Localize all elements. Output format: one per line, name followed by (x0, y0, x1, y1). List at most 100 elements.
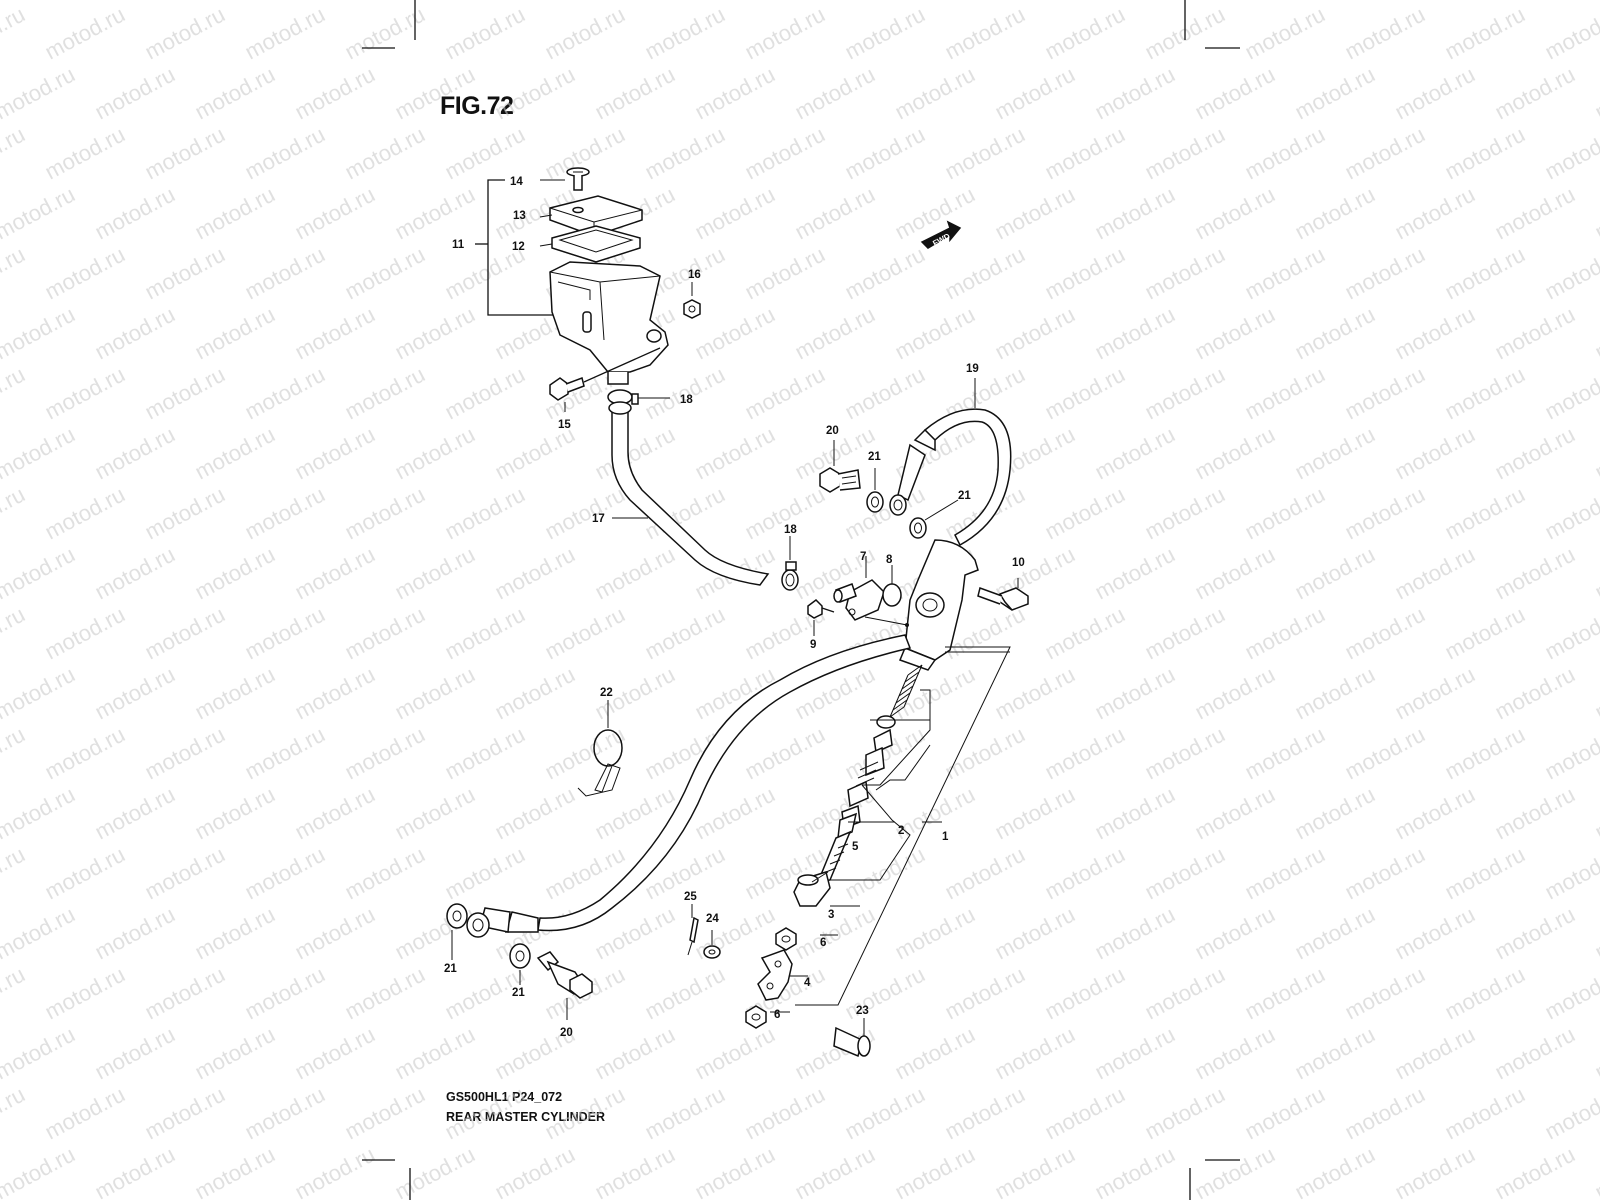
watermark-text: motod.ru (291, 1022, 379, 1085)
watermark-text: motod.ru (841, 2, 929, 65)
watermark-text: motod.ru (0, 842, 29, 905)
watermark-text: motod.ru (291, 302, 379, 365)
watermark-text: motod.ru (1591, 902, 1600, 965)
watermark-text: motod.ru (1191, 0, 1279, 4)
watermark-text: motod.ru (1391, 1022, 1479, 1085)
watermark-text: motod.ru (91, 902, 179, 965)
watermark-text: motod.ru (391, 182, 479, 245)
section-name: REAR MASTER CYLINDER (446, 1110, 606, 1124)
hose-connector (833, 556, 885, 621)
watermark-text: motod.ru (391, 662, 479, 725)
watermark-text: motod.ru (791, 1142, 879, 1200)
watermark-text: motod.ru (191, 902, 279, 965)
watermark-text: motod.ru (791, 0, 879, 4)
watermark-text: motod.ru (1091, 662, 1179, 725)
reservoir-assembly (475, 167, 701, 412)
watermark-text: motod.ru (191, 302, 279, 365)
watermark-text: motod.ru (1491, 662, 1579, 725)
callout-label: 16 (688, 269, 701, 281)
watermark-text: motod.ru (291, 62, 379, 125)
watermark-text: motod.ru (91, 182, 179, 245)
watermark-text: motod.ru (241, 242, 329, 305)
watermark-text: motod.ru (691, 422, 779, 485)
watermark-text: motod.ru (1441, 842, 1529, 905)
watermark-text: motod.ru (741, 722, 829, 785)
watermark-text: motod.ru (591, 1142, 679, 1200)
watermark-text: motod.ru (1591, 62, 1600, 125)
watermark-text: motod.ru (741, 1082, 829, 1145)
watermark-text: motod.ru (141, 362, 229, 425)
watermark-text: motod.ru (991, 182, 1079, 245)
watermark-text: motod.ru (941, 842, 1029, 905)
watermark-text: motod.ru (0, 1022, 79, 1085)
connector-screw (807, 599, 835, 636)
watermark-text: motod.ru (1091, 542, 1179, 605)
watermark-text: motod.ru (541, 1082, 629, 1145)
watermark-text: motod.ru (1341, 722, 1429, 785)
watermark-text: motod.ru (1141, 482, 1229, 545)
watermark-text: motod.ru (441, 842, 529, 905)
watermark-text: motod.ru (1591, 302, 1600, 365)
callout-label: 18 (784, 524, 797, 536)
watermark-text: motod.ru (1141, 962, 1229, 1025)
watermark-text: motod.ru (0, 482, 29, 545)
watermark-text: motod.ru (1441, 722, 1529, 785)
watermark-text: motod.ru (241, 602, 329, 665)
watermark-text: motod.ru (1091, 1022, 1179, 1085)
callout-label: 10 (1012, 557, 1025, 569)
watermark-text: motod.ru (991, 302, 1079, 365)
watermark-text: motod.ru (1041, 962, 1129, 1025)
watermark-text: motod.ru (941, 722, 1029, 785)
watermark-text: motod.ru (291, 902, 379, 965)
watermark-text: motod.ru (1341, 2, 1429, 65)
plain-washer (703, 930, 721, 959)
watermark-text: motod.ru (791, 302, 879, 365)
watermark-text: motod.ru (191, 422, 279, 485)
reservoir-screw (566, 167, 590, 191)
watermark-text: motod.ru (1241, 722, 1329, 785)
watermark-text: motod.ru (1441, 242, 1529, 305)
watermark-text: motod.ru (641, 1082, 729, 1145)
watermark-text: motod.ru (1291, 902, 1379, 965)
watermark-text: motod.ru (841, 242, 929, 305)
watermark-text: motod.ru (691, 182, 779, 245)
watermark-text: motod.ru (891, 902, 979, 965)
watermark-text: motod.ru (791, 182, 879, 245)
spring (889, 664, 923, 718)
piston (816, 804, 861, 883)
watermark-text: motod.ru (1541, 122, 1600, 185)
watermark-text: motod.ru (291, 422, 379, 485)
watermark-text: motod.ru (641, 122, 729, 185)
watermark-text: motod.ru (691, 0, 779, 4)
watermark-text: motod.ru (141, 2, 229, 65)
watermark-text: motod.ru (1291, 782, 1379, 845)
callout-label: 21 (868, 451, 881, 463)
watermark-text: motod.ru (1391, 782, 1479, 845)
watermark-text: motod.ru (41, 602, 129, 665)
watermark-text: motod.ru (1241, 482, 1329, 545)
watermark-text: motod.ru (1141, 362, 1229, 425)
watermark-text: motod.ru (1291, 1022, 1379, 1085)
watermark-text: motod.ru (641, 962, 729, 1025)
watermark-text: motod.ru (1491, 1142, 1579, 1200)
watermark-text: motod.ru (241, 482, 329, 545)
watermark-text: motod.ru (0, 662, 79, 725)
watermark-text: motod.ru (191, 62, 279, 125)
watermark-text: motod.ru (391, 422, 479, 485)
watermark-text: motod.ru (241, 1082, 329, 1145)
clevis (757, 949, 793, 1001)
watermark-text: motod.ru (1491, 782, 1579, 845)
watermark-text: motod.ru (1591, 1022, 1600, 1085)
watermark-text: motod.ru (341, 2, 429, 65)
callout-label: 14 (510, 176, 523, 188)
watermark-text: motod.ru (641, 602, 729, 665)
callout-label: 18 (680, 394, 693, 406)
watermark-text: motod.ru (341, 602, 429, 665)
callout-label: 17 (592, 513, 605, 525)
watermark-text: motod.ru (891, 1022, 979, 1085)
watermark-text: motod.ru (1091, 0, 1179, 4)
watermark-text: motod.ru (191, 0, 279, 4)
callout-label: 2 (898, 825, 904, 837)
watermark-text: motod.ru (391, 302, 479, 365)
watermark-text: motod.ru (841, 362, 929, 425)
